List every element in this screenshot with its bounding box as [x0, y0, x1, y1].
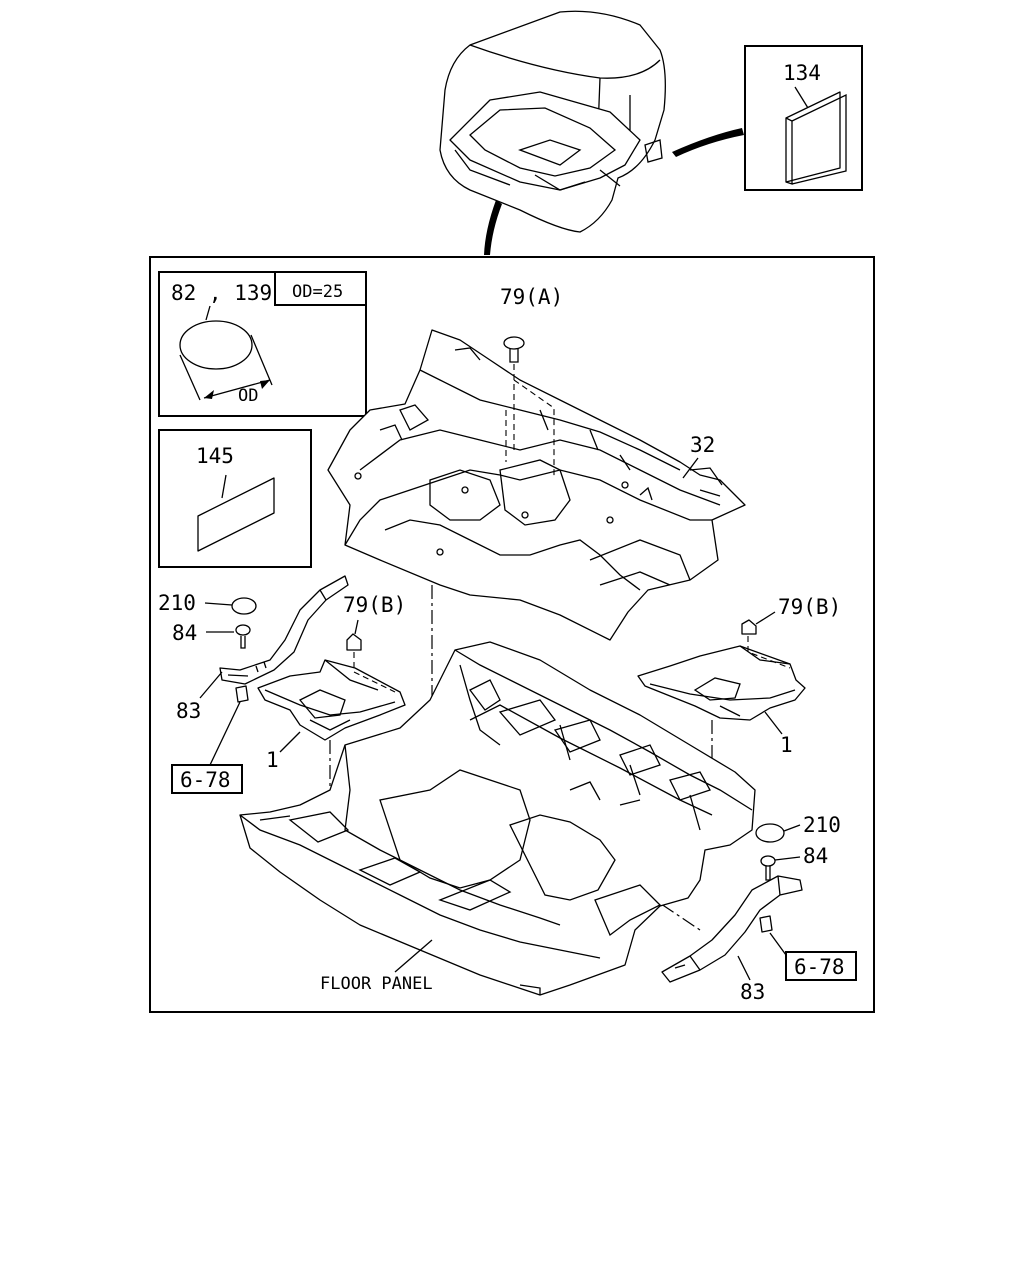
- sheet-145: [197, 477, 275, 552]
- inset-frame-134: [744, 45, 863, 191]
- pad-134: [785, 91, 841, 183]
- clip-79a: 79(A): [500, 285, 563, 478]
- ref-box-6-78-left: [171, 764, 243, 794]
- left-strap-assembly: 210 84 83 6-78: [158, 575, 349, 794]
- inset-frame-82-139: [158, 271, 367, 417]
- floor-panel-label: FLOOR PANEL: [320, 974, 433, 994]
- callout-79b-right: 79(B): [778, 595, 841, 619]
- round-pad: [179, 320, 253, 370]
- callout-1-left: 1: [266, 748, 279, 772]
- od-dimension-label: OD: [238, 386, 258, 406]
- leader-line: [774, 856, 801, 861]
- screw-84-right: [760, 855, 776, 867]
- callout-79b-left: 79(B): [343, 593, 406, 617]
- main-frame: [149, 256, 875, 1013]
- inset-frame-145: [158, 429, 312, 568]
- clip-6-78-right: [759, 915, 773, 933]
- callout-83-right: 83: [740, 980, 765, 1004]
- clip-79b-left: 79(B): [343, 593, 406, 693]
- cap-210-right: [755, 823, 785, 843]
- leader-line: [209, 701, 241, 766]
- callout-83-left: 83: [176, 699, 201, 723]
- floor-panel: [239, 641, 756, 996]
- part-1-left: [257, 659, 406, 741]
- callout-210-left: 210: [158, 591, 196, 615]
- leader-line: [682, 457, 699, 479]
- part-82-139-inset: 82 , 139 OD=25 OD: [158, 271, 367, 417]
- leader-line: [794, 86, 809, 109]
- part-32-floor-mat: [327, 329, 746, 641]
- callout-1-right: 1: [780, 733, 793, 757]
- callout-82-139: 82 , 139: [171, 281, 272, 305]
- part-145-inset: 145: [158, 429, 312, 568]
- screw-84-left: [235, 624, 251, 636]
- callout-84-right: 84: [803, 844, 828, 868]
- leader-line: [783, 824, 801, 832]
- callout-145: 145: [196, 444, 234, 468]
- leader-line: [279, 731, 301, 753]
- part-134-inset: 134: [744, 45, 863, 191]
- clip-6-78-left: [235, 685, 249, 703]
- callout-210-right: 210: [803, 813, 841, 837]
- leader-line: [769, 932, 787, 956]
- leader-line: [394, 939, 433, 973]
- callout-79a: 79(A): [500, 285, 563, 309]
- od-spec-label: OD=25: [292, 282, 343, 302]
- right-strap-assembly: 210 84 6-78 83: [661, 813, 857, 1004]
- clip-79b-right: 79(B): [741, 595, 841, 669]
- callout-84-left: 84: [172, 621, 197, 645]
- callout-134: 134: [783, 61, 821, 85]
- ref-box-6-78-right: [785, 951, 857, 981]
- leader-line: [199, 671, 223, 699]
- cap-210-left: [231, 597, 257, 615]
- callout-32: 32: [690, 433, 715, 457]
- leader-line: [764, 711, 783, 735]
- part-1-right: [637, 645, 806, 721]
- cab-overview: [439, 10, 744, 255]
- leader-line: [737, 955, 751, 981]
- leader-line: [204, 602, 233, 606]
- ref-6-78-left: 6-78: [180, 768, 231, 792]
- ref-6-78-right: 6-78: [794, 955, 845, 979]
